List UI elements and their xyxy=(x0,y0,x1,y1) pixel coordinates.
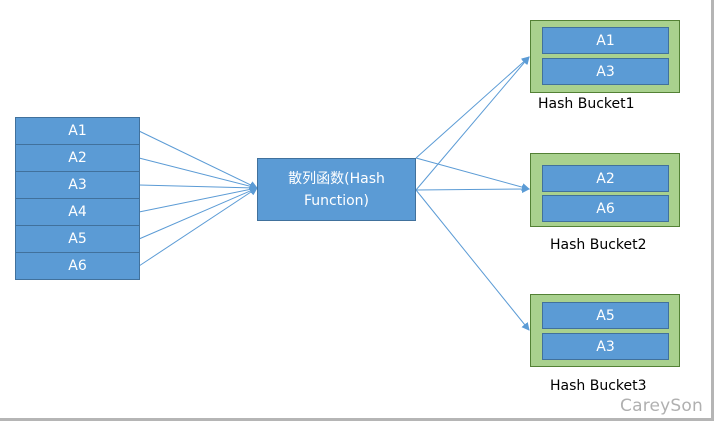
source-item-a6: A6 xyxy=(15,252,140,280)
source-item-a2: A2 xyxy=(15,144,140,172)
arrow-hash-to-bucket2-b xyxy=(415,185,530,194)
source-item-a3: A3 xyxy=(15,171,140,199)
arrow-a2-to-hash xyxy=(138,157,258,191)
bucket1-item-1: A1 xyxy=(542,27,669,54)
arrow-hash-to-bucket3 xyxy=(415,189,530,331)
bucket2-item-2: A6 xyxy=(542,195,669,222)
arrow-hash-to-bucket1-a xyxy=(415,56,530,159)
bucket1-item-2: A3 xyxy=(542,58,669,85)
bucket3-item-2: A3 xyxy=(542,333,669,360)
arrow-hash-to-bucket1-b xyxy=(415,56,530,191)
source-item-a5: A5 xyxy=(15,225,140,253)
hash-bucket-3: A5 A3 xyxy=(530,294,680,367)
arrow-a5-to-hash xyxy=(138,187,258,240)
arrow-a1-to-hash xyxy=(138,130,258,189)
hash-bucket-3-label: Hash Bucket3 xyxy=(550,378,647,394)
arrow-a3-to-hash xyxy=(138,183,258,192)
hash-bucket-1-label: Hash Bucket1 xyxy=(538,96,635,112)
bucket3-item-1: A5 xyxy=(542,302,669,329)
arrow-a6-to-hash xyxy=(138,187,258,267)
hash-bucket-2: A2 A6 xyxy=(530,153,680,227)
hash-function-label-line1: 散列函数(Hash xyxy=(288,170,385,187)
bucket2-item-1: A2 xyxy=(542,165,669,192)
hash-function-label-line2: Function) xyxy=(303,192,369,209)
watermark: CareySon xyxy=(620,396,703,416)
source-item-a1: A1 xyxy=(15,117,140,145)
arrow-a4-to-hash xyxy=(138,185,258,213)
source-item-a4: A4 xyxy=(15,198,140,226)
arrow-hash-to-bucket2-a xyxy=(415,157,530,192)
hash-bucket-2-label: Hash Bucket2 xyxy=(550,237,647,253)
hash-bucket-1: A1 A3 xyxy=(530,20,680,93)
hash-function-box: 散列函数(Hash Function) xyxy=(257,158,416,221)
